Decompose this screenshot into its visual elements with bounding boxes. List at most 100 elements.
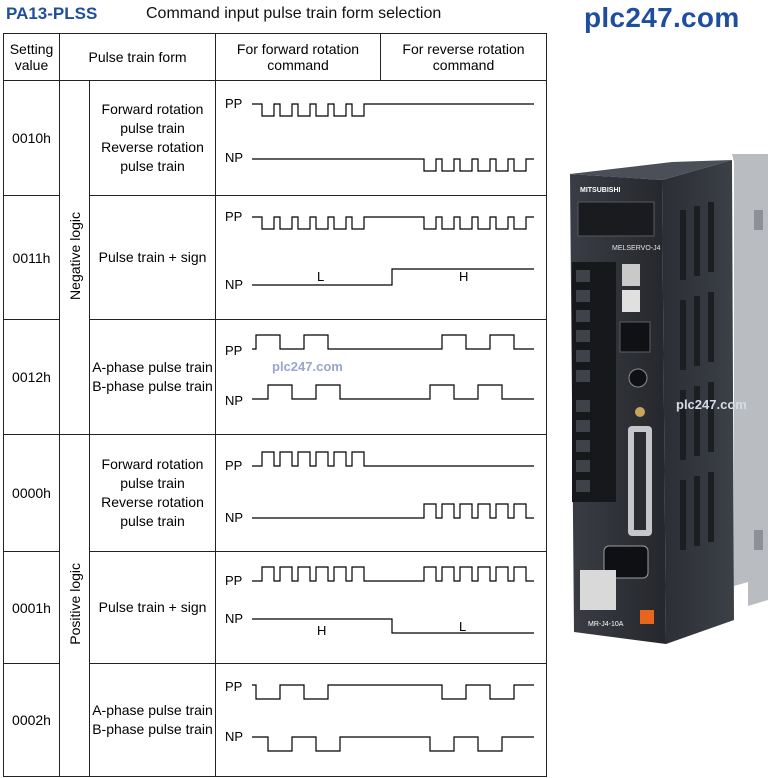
group-label: Positive logic [66, 563, 83, 645]
signal-label-pp: PP [225, 343, 242, 358]
pp-waveform [252, 565, 535, 582]
form-line: Pulse train + sign [98, 599, 207, 615]
np-waveform [252, 735, 535, 752]
table-row: 0011h Pulse train + sign PP NP L H [3, 195, 548, 320]
cn1-pins [634, 432, 646, 530]
parameter-code: PA13-PLSS [6, 4, 98, 23]
site-watermark: plc247.com [584, 2, 740, 33]
form-line: Reverse rotation pulse train [101, 139, 204, 174]
cn5-usb-port [622, 264, 640, 286]
waveform-diagram: PP NP H L [225, 565, 535, 638]
model-label: MR-J4-10A [588, 621, 624, 628]
np-waveform [252, 267, 535, 286]
page-title: Command input pulse train form selection [146, 5, 442, 22]
signal-label-pp: PP [225, 458, 242, 473]
table-row: 0010h Negative logic Forward rotation pu… [3, 80, 548, 435]
table-header-row: Setting value Pulse train form For forwa… [3, 33, 548, 81]
vent-slots [680, 202, 714, 550]
pulse-form: Forward rotation pulse train Reverse rot… [88, 434, 217, 552]
display-window [577, 201, 655, 237]
np-level-reverse: L [459, 619, 466, 634]
group-negative-logic: Negative logic [59, 80, 90, 435]
plate-slot [754, 210, 763, 230]
waveform-diagram: PP NP L H [225, 209, 535, 292]
setting-value: 0012h [3, 319, 60, 435]
header-setting-value: Setting value [3, 33, 60, 81]
table-row: 0012h A-phase pulse train B-phase pulse … [3, 319, 548, 435]
pp-waveform [252, 450, 535, 467]
signal-label-np: NP [225, 510, 243, 525]
header-forward: For forward rotation command [215, 33, 382, 81]
form-line: Forward rotation pulse train [101, 101, 204, 136]
cn8-connector [628, 368, 648, 388]
pulse-form: A-phase pulse train B-phase pulse train [88, 663, 217, 777]
ground-screw [635, 407, 645, 417]
group-label: Negative logic [66, 212, 83, 300]
setting-value: 0011h [3, 195, 60, 320]
setting-value: 0001h [3, 551, 60, 664]
pulse-form: A-phase pulse train B-phase pulse train [88, 319, 217, 435]
pulse-form: Pulse train + sign [88, 195, 217, 320]
np-level-reverse: H [459, 269, 468, 284]
rating-label [580, 570, 616, 610]
signal-label-pp: PP [225, 679, 242, 694]
signal-label-pp: PP [225, 96, 242, 111]
form-line: A-phase pulse train [92, 359, 213, 375]
waveform-cell: PP NP [215, 663, 548, 777]
pulse-form: Forward rotation pulse train Reverse rot… [88, 80, 217, 196]
form-line: B-phase pulse train [92, 721, 213, 737]
pp-waveform [252, 333, 535, 350]
signal-label-np: NP [225, 729, 243, 744]
form-line: Reverse rotation pulse train [101, 494, 204, 529]
waveform-cell: PP NP H L [215, 551, 548, 664]
table-row: 0002h A-phase pulse train B-phase pulse … [3, 663, 548, 777]
waveform-cell: PP NP [215, 80, 548, 196]
table-watermark: plc247.com [272, 359, 343, 374]
header-pulse-train-form: Pulse train form [58, 33, 217, 81]
top-panel [570, 160, 732, 180]
series-label: MELSERVO-J4 [612, 245, 661, 252]
group-positive-logic: Positive logic [59, 434, 90, 777]
signal-label-np: NP [225, 277, 243, 292]
waveform-cell: PP NP L H [215, 195, 548, 320]
terminal-screws [576, 270, 590, 492]
waveform-diagram: PP NP [225, 96, 535, 172]
pp-waveform [252, 102, 535, 117]
setting-value: 0010h [3, 80, 60, 196]
plate-slot [754, 530, 763, 550]
np-level-forward: L [317, 269, 324, 284]
np-waveform [252, 617, 535, 634]
setting-value: 0000h [3, 434, 60, 552]
waveform-cell: PP NP plc247.com [215, 319, 548, 435]
cn4-connector [640, 610, 654, 624]
signal-label-np: NP [225, 393, 243, 408]
signal-label-np: NP [225, 150, 243, 165]
signal-label-np: NP [225, 611, 243, 626]
np-waveform [252, 383, 535, 400]
pp-waveform [252, 683, 535, 700]
brand-label: MITSUBISHI [580, 187, 621, 194]
header-reverse: For reverse rotation command [380, 33, 548, 81]
np-waveform [252, 157, 535, 172]
servo-drive-image: MITSUBISHI MELSERVO-J4 MR-J4-10A [570, 154, 768, 644]
image-watermark: plc247.com [676, 397, 747, 412]
signal-label-pp: PP [225, 209, 242, 224]
pulse-train-table: Setting value Pulse train form For forwa… [3, 33, 548, 777]
mounting-plate [732, 154, 768, 606]
cn3-connector [619, 321, 651, 353]
waveform-diagram: PP NP [225, 450, 535, 525]
waveform-diagram: PP NP plc247.com [225, 333, 535, 408]
form-line: Pulse train + sign [98, 249, 207, 265]
table-row: 0000h Positive logic Forward rotation pu… [3, 434, 548, 777]
pp-waveform [252, 215, 535, 230]
signal-label-pp: PP [225, 573, 242, 588]
form-line: Forward rotation pulse train [101, 456, 204, 491]
waveform-diagram: PP NP [225, 679, 535, 752]
cn6-connector [622, 290, 640, 312]
form-line: A-phase pulse train [92, 702, 213, 718]
np-level-forward: H [317, 623, 326, 638]
waveform-cell: PP NP [215, 434, 548, 552]
form-line: B-phase pulse train [92, 378, 213, 394]
pulse-form: Pulse train + sign [88, 551, 217, 664]
np-waveform [252, 502, 535, 519]
